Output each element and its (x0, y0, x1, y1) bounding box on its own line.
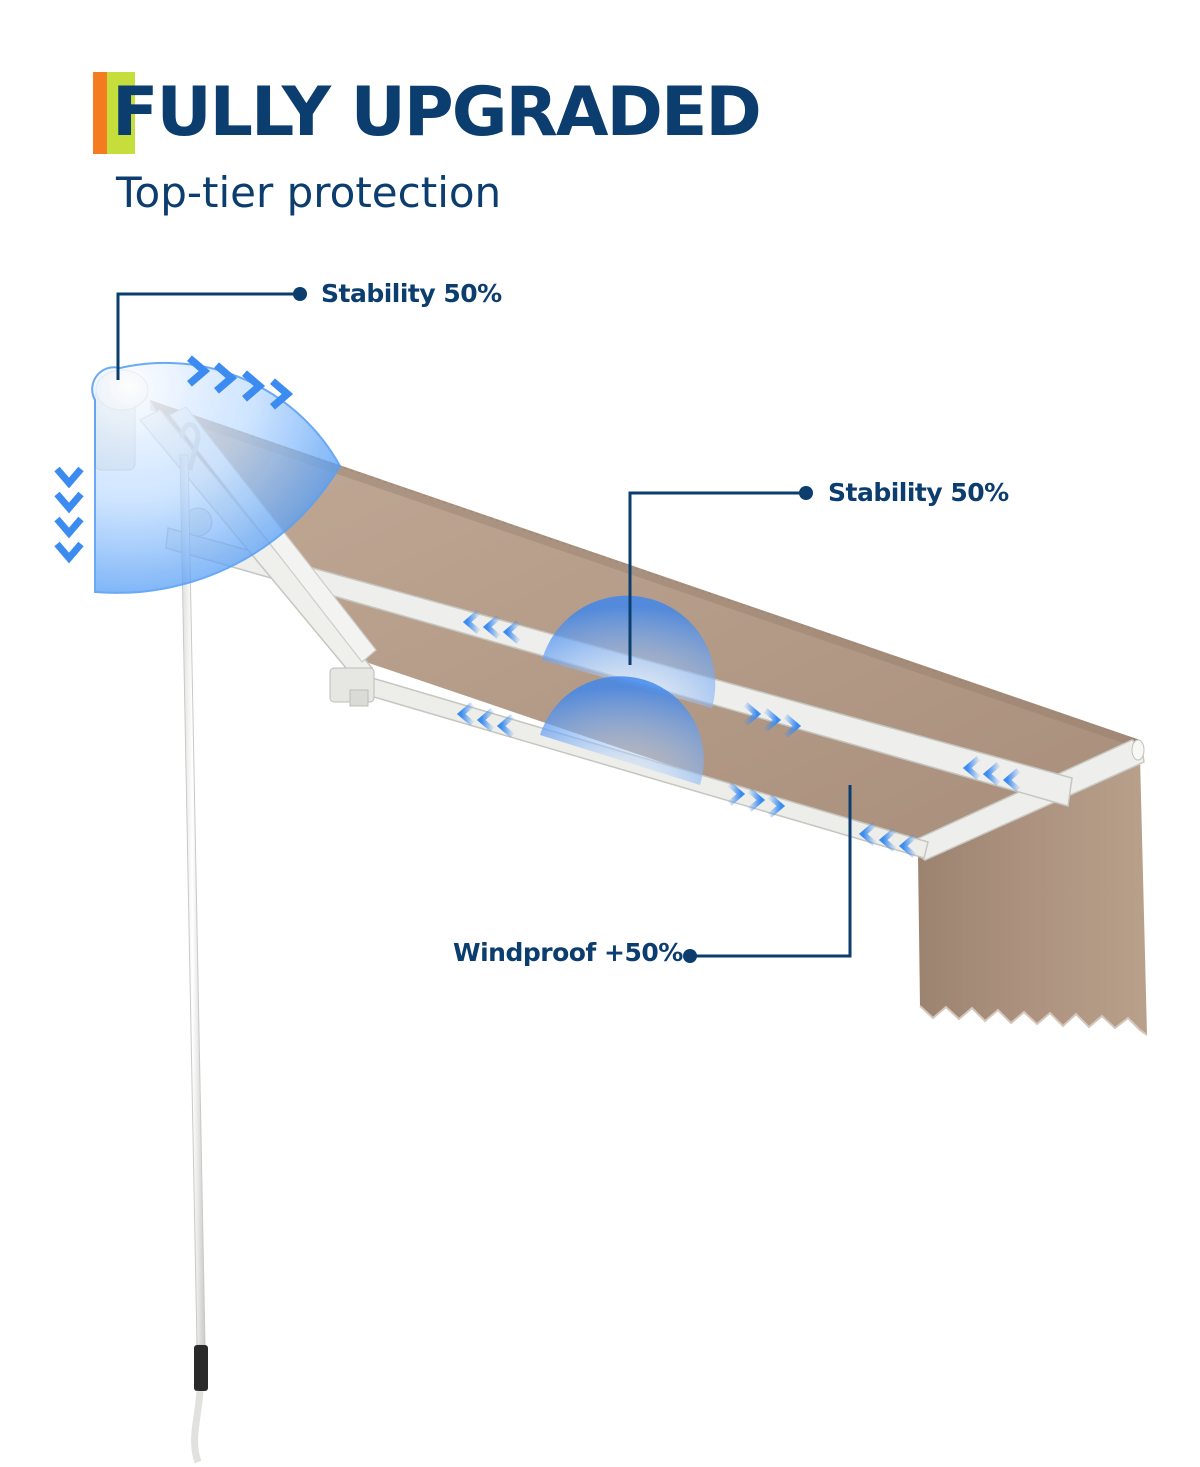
crank-pole-grip (194, 1345, 208, 1391)
callout-leader-2 (628, 491, 804, 665)
crank-pole-tip (191, 1390, 204, 1464)
callout-label-stability-bracket: Stability 50% (321, 279, 502, 308)
callout-dot-icon (683, 949, 697, 963)
callout-dot-icon (293, 287, 307, 301)
canopy-stitch-line (204, 419, 1121, 736)
title-accent-bar (93, 72, 135, 154)
elbow-bracket (349, 689, 369, 707)
front-bar-endcap (1131, 739, 1145, 761)
page-subtitle: Top-tier protection (116, 168, 502, 217)
callout-leader-3 (692, 785, 852, 958)
arm-glow-dome-lower (540, 676, 704, 785)
awning-valance (918, 757, 1147, 1035)
chevron-arrow-icon (57, 469, 81, 558)
accent-stripe-orange (93, 72, 107, 154)
callout-dot-icon (799, 486, 813, 500)
crank-pole (179, 454, 206, 1346)
accent-stripe-lime (107, 72, 135, 154)
valance-scallop-edge (919, 1005, 1148, 1036)
callout-label-stability-arm: Stability 50% (828, 478, 1009, 507)
page-title: FULLY UPGRADED (112, 73, 762, 152)
callout-label-windproof: Windproof +50% (453, 938, 683, 967)
callout-leader-1 (116, 292, 298, 380)
